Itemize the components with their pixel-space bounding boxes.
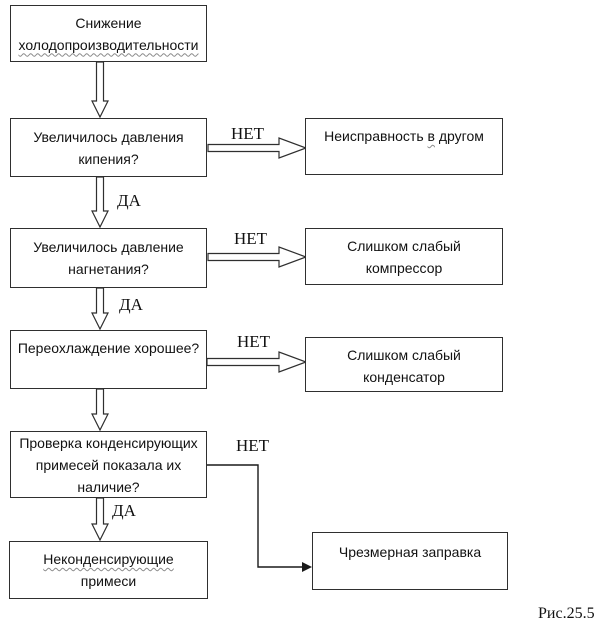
node-impurities-line1: Проверка конденсирующих bbox=[19, 434, 198, 451]
figure-caption: Рис.25.5 bbox=[538, 605, 595, 622]
node-discharge-line2: нагнетания? bbox=[68, 261, 149, 277]
node-start: Снижение холодопроизводительности bbox=[10, 5, 207, 62]
down-arrow-2 bbox=[91, 176, 109, 229]
down-arrow-4 bbox=[91, 388, 109, 432]
no-elbow-line bbox=[207, 464, 303, 568]
node-noncondensables-line2: примеси bbox=[80, 573, 137, 589]
down-arrow-1 bbox=[91, 61, 109, 119]
no-arrow-3 bbox=[206, 351, 308, 373]
node-start-line1: Снижение bbox=[75, 14, 142, 31]
down-arrow-5 bbox=[91, 497, 109, 542]
node-overcharge: Чрезмерная заправка bbox=[312, 532, 508, 590]
node-weak-compressor-line1: Слишком слабый bbox=[347, 238, 461, 254]
node-fault-elsewhere: Неисправность в другом bbox=[305, 118, 503, 175]
node-boiling-line2: кипения? bbox=[78, 150, 139, 167]
label-no-1: НЕТ bbox=[231, 124, 265, 143]
node-overcharge-line1: Чрезмерная заправка bbox=[338, 544, 482, 560]
node-weak-condenser-line2: конденсатор bbox=[363, 369, 445, 385]
node-impurities-line2: примесей показала их bbox=[35, 456, 182, 473]
label-no-3: НЕТ bbox=[237, 332, 271, 351]
label-yes-1: ДА bbox=[117, 191, 141, 210]
label-yes-3: ДА bbox=[112, 501, 136, 520]
label-yes-2: ДА bbox=[119, 295, 143, 314]
no-arrow-1 bbox=[207, 137, 308, 159]
node-discharge-line1: Увеличилось давление bbox=[33, 239, 184, 255]
label-no-4: НЕТ bbox=[236, 436, 270, 455]
node-start-line2: холодопроизводительности bbox=[18, 36, 199, 53]
node-boiling-line1: Увеличилось давления bbox=[33, 128, 184, 145]
node-weak-compressor: Слишком слабый компрессор bbox=[305, 228, 503, 285]
node-noncondensable-impurities: Неконденсирующие примеси bbox=[9, 541, 208, 599]
no-arrow-2 bbox=[207, 246, 308, 268]
node-impurities-question: Проверка конденсирующих примесей показал… bbox=[10, 431, 207, 498]
node-weak-condenser: Слишком слабый конденсатор bbox=[305, 337, 503, 392]
node-boiling-pressure-question: Увеличилось давления кипения? bbox=[10, 118, 207, 177]
node-impurities-line3: наличие? bbox=[77, 478, 140, 495]
node-weak-condenser-line1: Слишком слабый bbox=[347, 347, 461, 363]
node-subcooling-question: Переохлаждение хорошее? bbox=[10, 330, 207, 389]
label-no-2: НЕТ bbox=[234, 229, 268, 248]
node-noncondensables-line1: Неконденсирующие bbox=[43, 551, 174, 567]
down-arrow-3 bbox=[91, 287, 109, 331]
node-discharge-pressure-question: Увеличилось давление нагнетания? bbox=[10, 228, 207, 288]
node-subcooling-line1: Переохлаждение хорошее? bbox=[17, 340, 200, 356]
node-weak-compressor-line2: компрессор bbox=[365, 260, 443, 276]
no-elbow-arrowhead bbox=[302, 562, 312, 572]
node-fault-elsewhere-line1: Неисправность в другом bbox=[324, 128, 484, 144]
